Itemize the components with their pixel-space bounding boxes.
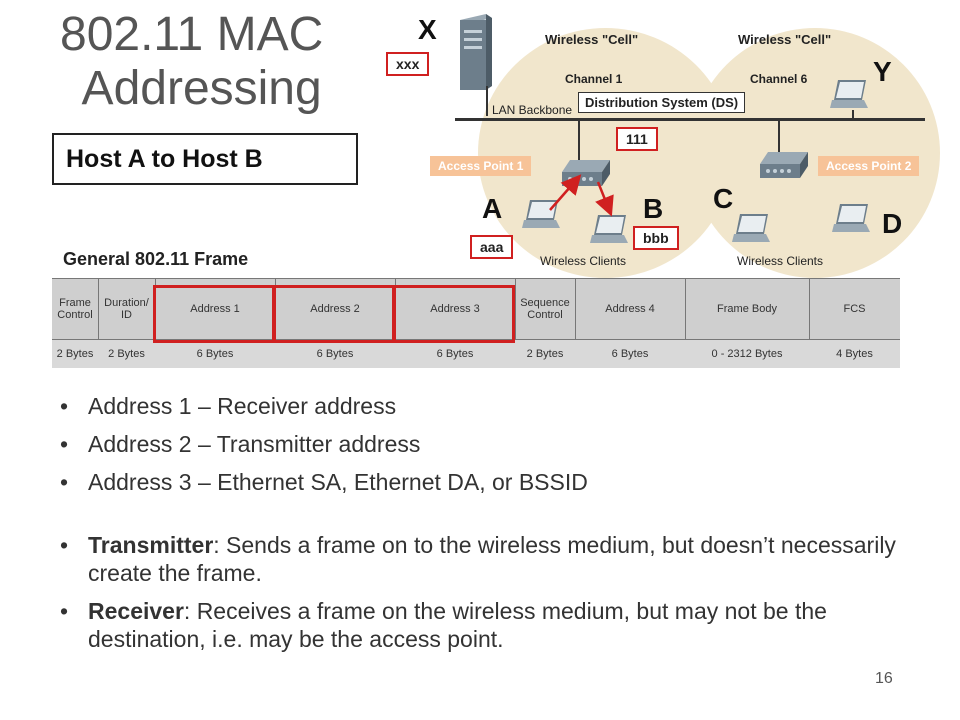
bullet-address-2: Address 2 – Transmitter address (60, 430, 900, 458)
frame-diagram: Frame Control 2 Bytes Duration/ ID 2 Bytes A… (52, 278, 900, 368)
frame-field-name: Address 2 (310, 303, 360, 315)
frame-field-name: Address 4 (605, 303, 655, 315)
access-point-icon (760, 152, 808, 178)
y-link (852, 110, 854, 120)
slide-title: 802.11 MAC Addressing (60, 8, 323, 116)
addr-aaa: aaa (470, 235, 514, 259)
bullet-address-1: Address 1 – Receiver address (60, 392, 900, 420)
label-y: Y (873, 56, 892, 87)
arrow-ap-to-b (595, 181, 614, 217)
laptop-icon (832, 204, 870, 232)
channel-left: Channel 1 (565, 72, 623, 86)
bullet-address-3: Address 3 – Ethernet SA, Ethernet DA, or… (60, 468, 900, 496)
arrows (549, 174, 614, 217)
frame-field-size: 4 Bytes (836, 348, 873, 360)
access-point-2-label: Access Point 2 (818, 156, 920, 176)
frame-field-size: 6 Bytes (316, 348, 354, 360)
frame-field-name: Address 3 (430, 303, 480, 315)
transmitter-term: Transmitter (88, 532, 214, 558)
addr-111: 111 (616, 127, 658, 151)
frame-label: General 802.11 Frame (63, 249, 249, 269)
frame-field-size: 6 Bytes (436, 348, 474, 360)
frame-field-size: 2 Bytes (56, 348, 94, 360)
laptop-icon (732, 214, 770, 242)
label-x: X (418, 14, 437, 45)
cell-left-title: Wireless "Cell" (545, 32, 639, 47)
title-line-1: 802.11 MAC (60, 8, 324, 61)
frame-field-name: Duration/ ID (104, 297, 149, 321)
frame-field-size: 2 Bytes (108, 348, 145, 360)
frame-field: FCS (809, 278, 900, 340)
network-diagram: Wireless "Cell" Wireless "Cell" Channel … (386, 0, 960, 280)
laptop-icon (522, 200, 560, 228)
label-c: C (713, 183, 734, 214)
laptop-icon (590, 215, 628, 243)
frame-field-name: Address 1 (190, 303, 240, 315)
clients-right-label: Wireless Clients (737, 254, 824, 268)
page-number: 16 (875, 670, 893, 687)
bullet-list: Address 1 – Receiver address Address 2 –… (60, 392, 900, 653)
clients-left-label: Wireless Clients (540, 254, 627, 268)
frame-field: Address 2 (275, 278, 395, 340)
label-a: A (482, 193, 503, 224)
lan-backbone (455, 118, 925, 121)
frame-field-name: Frame Body (717, 303, 777, 315)
frame-field-size: 6 Bytes (196, 348, 234, 360)
frame-field: Address 3 (395, 278, 515, 340)
frame-separator (685, 278, 686, 340)
address-highlight-box (273, 285, 395, 343)
host-label-box: Host A to Host B (52, 133, 358, 185)
frame-field-size: 6 Bytes (611, 348, 649, 360)
frame-field: Address 1 (155, 278, 275, 340)
frame-field: Duration/ ID (98, 278, 155, 340)
address-highlight-box (393, 285, 515, 343)
server-icon (460, 14, 492, 90)
frame-field-size: 2 Bytes (526, 348, 564, 360)
frame-separator (98, 278, 99, 340)
frame-field: Sequence Control (515, 278, 575, 340)
frame-separator (575, 278, 576, 340)
label-d: D (882, 208, 903, 239)
ap1-link (578, 120, 580, 168)
address-highlight-box (153, 285, 275, 343)
frame-field: Address 4 (575, 278, 685, 340)
addr-bbb: bbb (633, 226, 679, 250)
lan-backbone-label: LAN Backbone (492, 103, 573, 117)
laptop-icon (830, 80, 868, 108)
arrow-a-to-ap (549, 174, 582, 211)
frame-separator (515, 278, 516, 340)
frame-field-name: Frame Control (57, 297, 93, 321)
addr-xxx: xxx (386, 52, 430, 76)
frame-field: Frame Body (685, 278, 809, 340)
frame-separator (809, 278, 810, 340)
frame-field-name: FCS (843, 303, 866, 315)
frame-field-name: Sequence Control (520, 297, 570, 321)
distribution-system-label: Distribution System (DS) (578, 92, 746, 113)
receiver-term: Receiver (88, 598, 184, 624)
access-point-1-label: Access Point 1 (430, 156, 532, 176)
bullet-receiver: Receiver: Receives a frame on the wirele… (60, 597, 900, 653)
cell-right-title: Wireless "Cell" (738, 32, 832, 47)
receiver-text: : Receives a frame on the wireless mediu… (88, 598, 827, 652)
label-b: B (643, 193, 664, 224)
channel-right: Channel 6 (750, 72, 808, 86)
cell-right (690, 28, 940, 278)
title-line-2: Addressing (81, 62, 322, 115)
ap2-link (778, 120, 780, 168)
transmitter-text: : Sends a frame on to the wireless mediu… (88, 532, 896, 586)
frame-field: Frame Control (52, 278, 98, 340)
server-link (486, 86, 488, 116)
bullet-transmitter: Transmitter: Sends a frame on to the wir… (60, 531, 900, 587)
frame-field-size: 0 - 2312 Bytes (711, 348, 783, 360)
